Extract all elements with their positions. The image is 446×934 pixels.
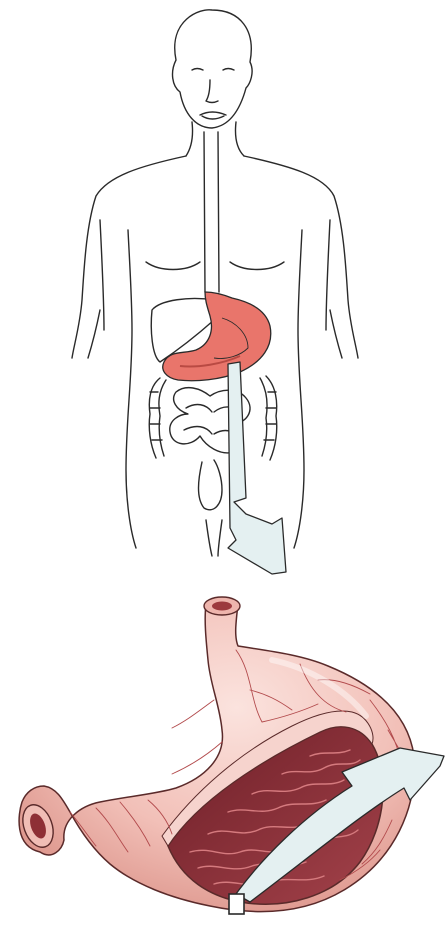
head-outline bbox=[173, 10, 253, 128]
chest-lines bbox=[146, 262, 284, 270]
stomach-detail bbox=[17, 597, 414, 912]
zoom-arrow-torso bbox=[228, 362, 286, 574]
rectum bbox=[199, 460, 223, 510]
groin-lines bbox=[206, 520, 222, 556]
tissue-sample-marker bbox=[229, 894, 244, 914]
esophagus-lumen bbox=[212, 602, 232, 611]
stomach-small bbox=[163, 292, 271, 381]
torso-outline bbox=[126, 230, 304, 548]
colon-segments bbox=[150, 392, 276, 440]
esophagus bbox=[204, 132, 219, 292]
face-features bbox=[192, 69, 234, 120]
zoom-arrow-1 bbox=[228, 362, 286, 574]
human-torso-outline bbox=[72, 10, 358, 556]
large-intestine bbox=[149, 376, 277, 460]
highlighted-stomach bbox=[163, 292, 271, 381]
